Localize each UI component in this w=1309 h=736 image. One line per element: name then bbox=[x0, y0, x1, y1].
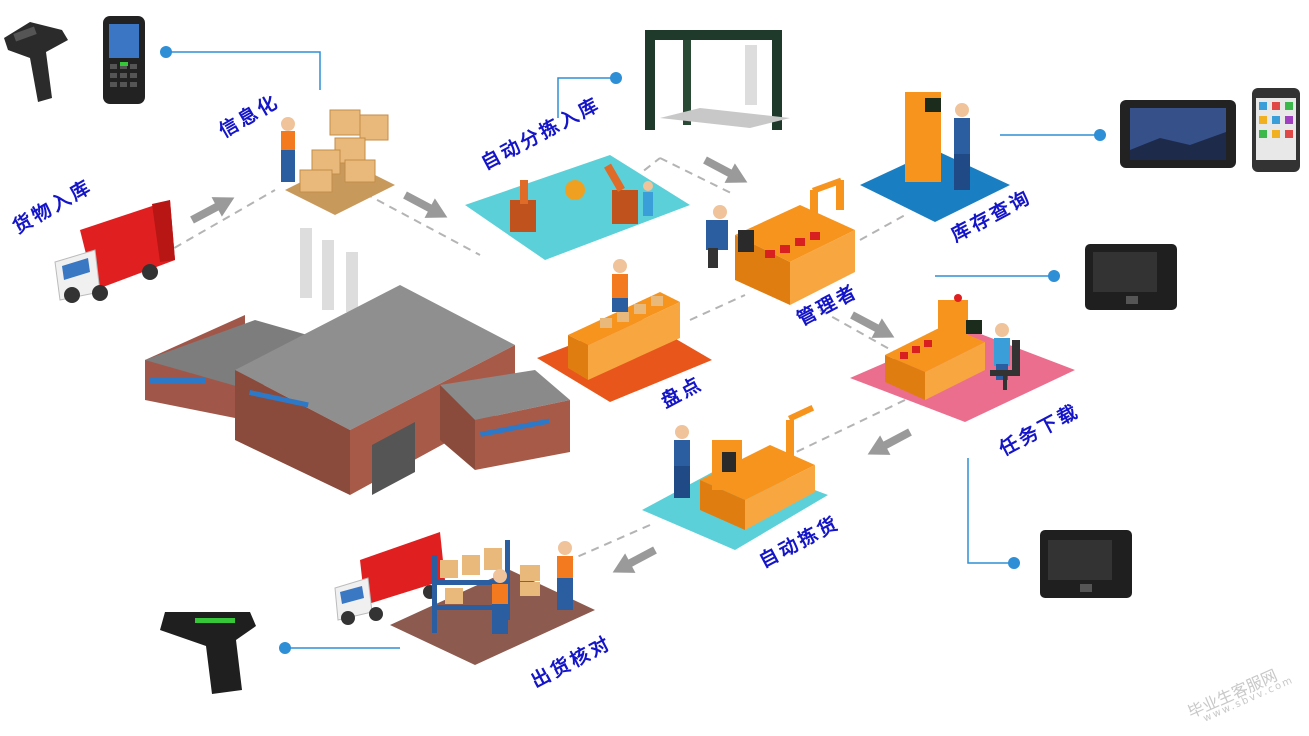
shipping-check-station bbox=[334, 532, 595, 665]
tablet-device-icon bbox=[1120, 100, 1236, 168]
task-download-station bbox=[850, 294, 1075, 422]
worker-figure bbox=[643, 181, 653, 216]
robot-arm-left bbox=[510, 180, 536, 232]
barcode-scanner-icon bbox=[160, 612, 256, 694]
wrapping-machine-icon bbox=[645, 30, 790, 130]
manager-figure bbox=[706, 205, 728, 268]
manager-station bbox=[706, 177, 855, 305]
worker-figure-2 bbox=[557, 541, 573, 610]
inventory-station bbox=[537, 259, 712, 402]
worker-figure-1 bbox=[492, 569, 508, 634]
mobile-terminal-icon bbox=[103, 16, 145, 104]
arrow-to-sorting bbox=[403, 191, 448, 218]
arrow-to-task bbox=[850, 311, 895, 338]
storage-rack bbox=[432, 540, 510, 633]
robot-arm bbox=[810, 177, 844, 230]
worker-figure bbox=[612, 259, 628, 312]
factory-building bbox=[145, 228, 570, 495]
arrow-to-pick bbox=[867, 428, 912, 455]
delivery-truck-out bbox=[334, 532, 445, 625]
auto-picking-station bbox=[642, 405, 828, 550]
robot-arm-right bbox=[604, 163, 638, 224]
display-terminal-icon bbox=[1085, 244, 1177, 310]
hand-cart bbox=[520, 565, 540, 596]
handheld-scanner-icon bbox=[4, 22, 68, 102]
flow-dashed-lines bbox=[149, 157, 906, 561]
informatization-station bbox=[281, 109, 395, 215]
stock-query-station bbox=[860, 92, 1010, 222]
worker-figure bbox=[674, 425, 690, 498]
arrow-to-manager bbox=[703, 156, 748, 183]
worker-figure bbox=[954, 103, 970, 190]
device-connectors bbox=[166, 51, 1098, 649]
auto-sorting-station bbox=[465, 155, 690, 260]
robot-arm bbox=[786, 405, 815, 460]
box-stack bbox=[299, 109, 389, 193]
smartphone-icon bbox=[1252, 88, 1300, 172]
display-terminal-icon-2 bbox=[1040, 530, 1132, 598]
arrow-to-ship bbox=[612, 546, 657, 573]
office-chair bbox=[990, 340, 1020, 390]
worker-figure bbox=[281, 117, 295, 182]
delivery-truck-in bbox=[54, 200, 175, 303]
arrow-goods-in bbox=[190, 197, 235, 224]
flow-arrows bbox=[190, 156, 912, 573]
connector-dots bbox=[160, 46, 1106, 654]
